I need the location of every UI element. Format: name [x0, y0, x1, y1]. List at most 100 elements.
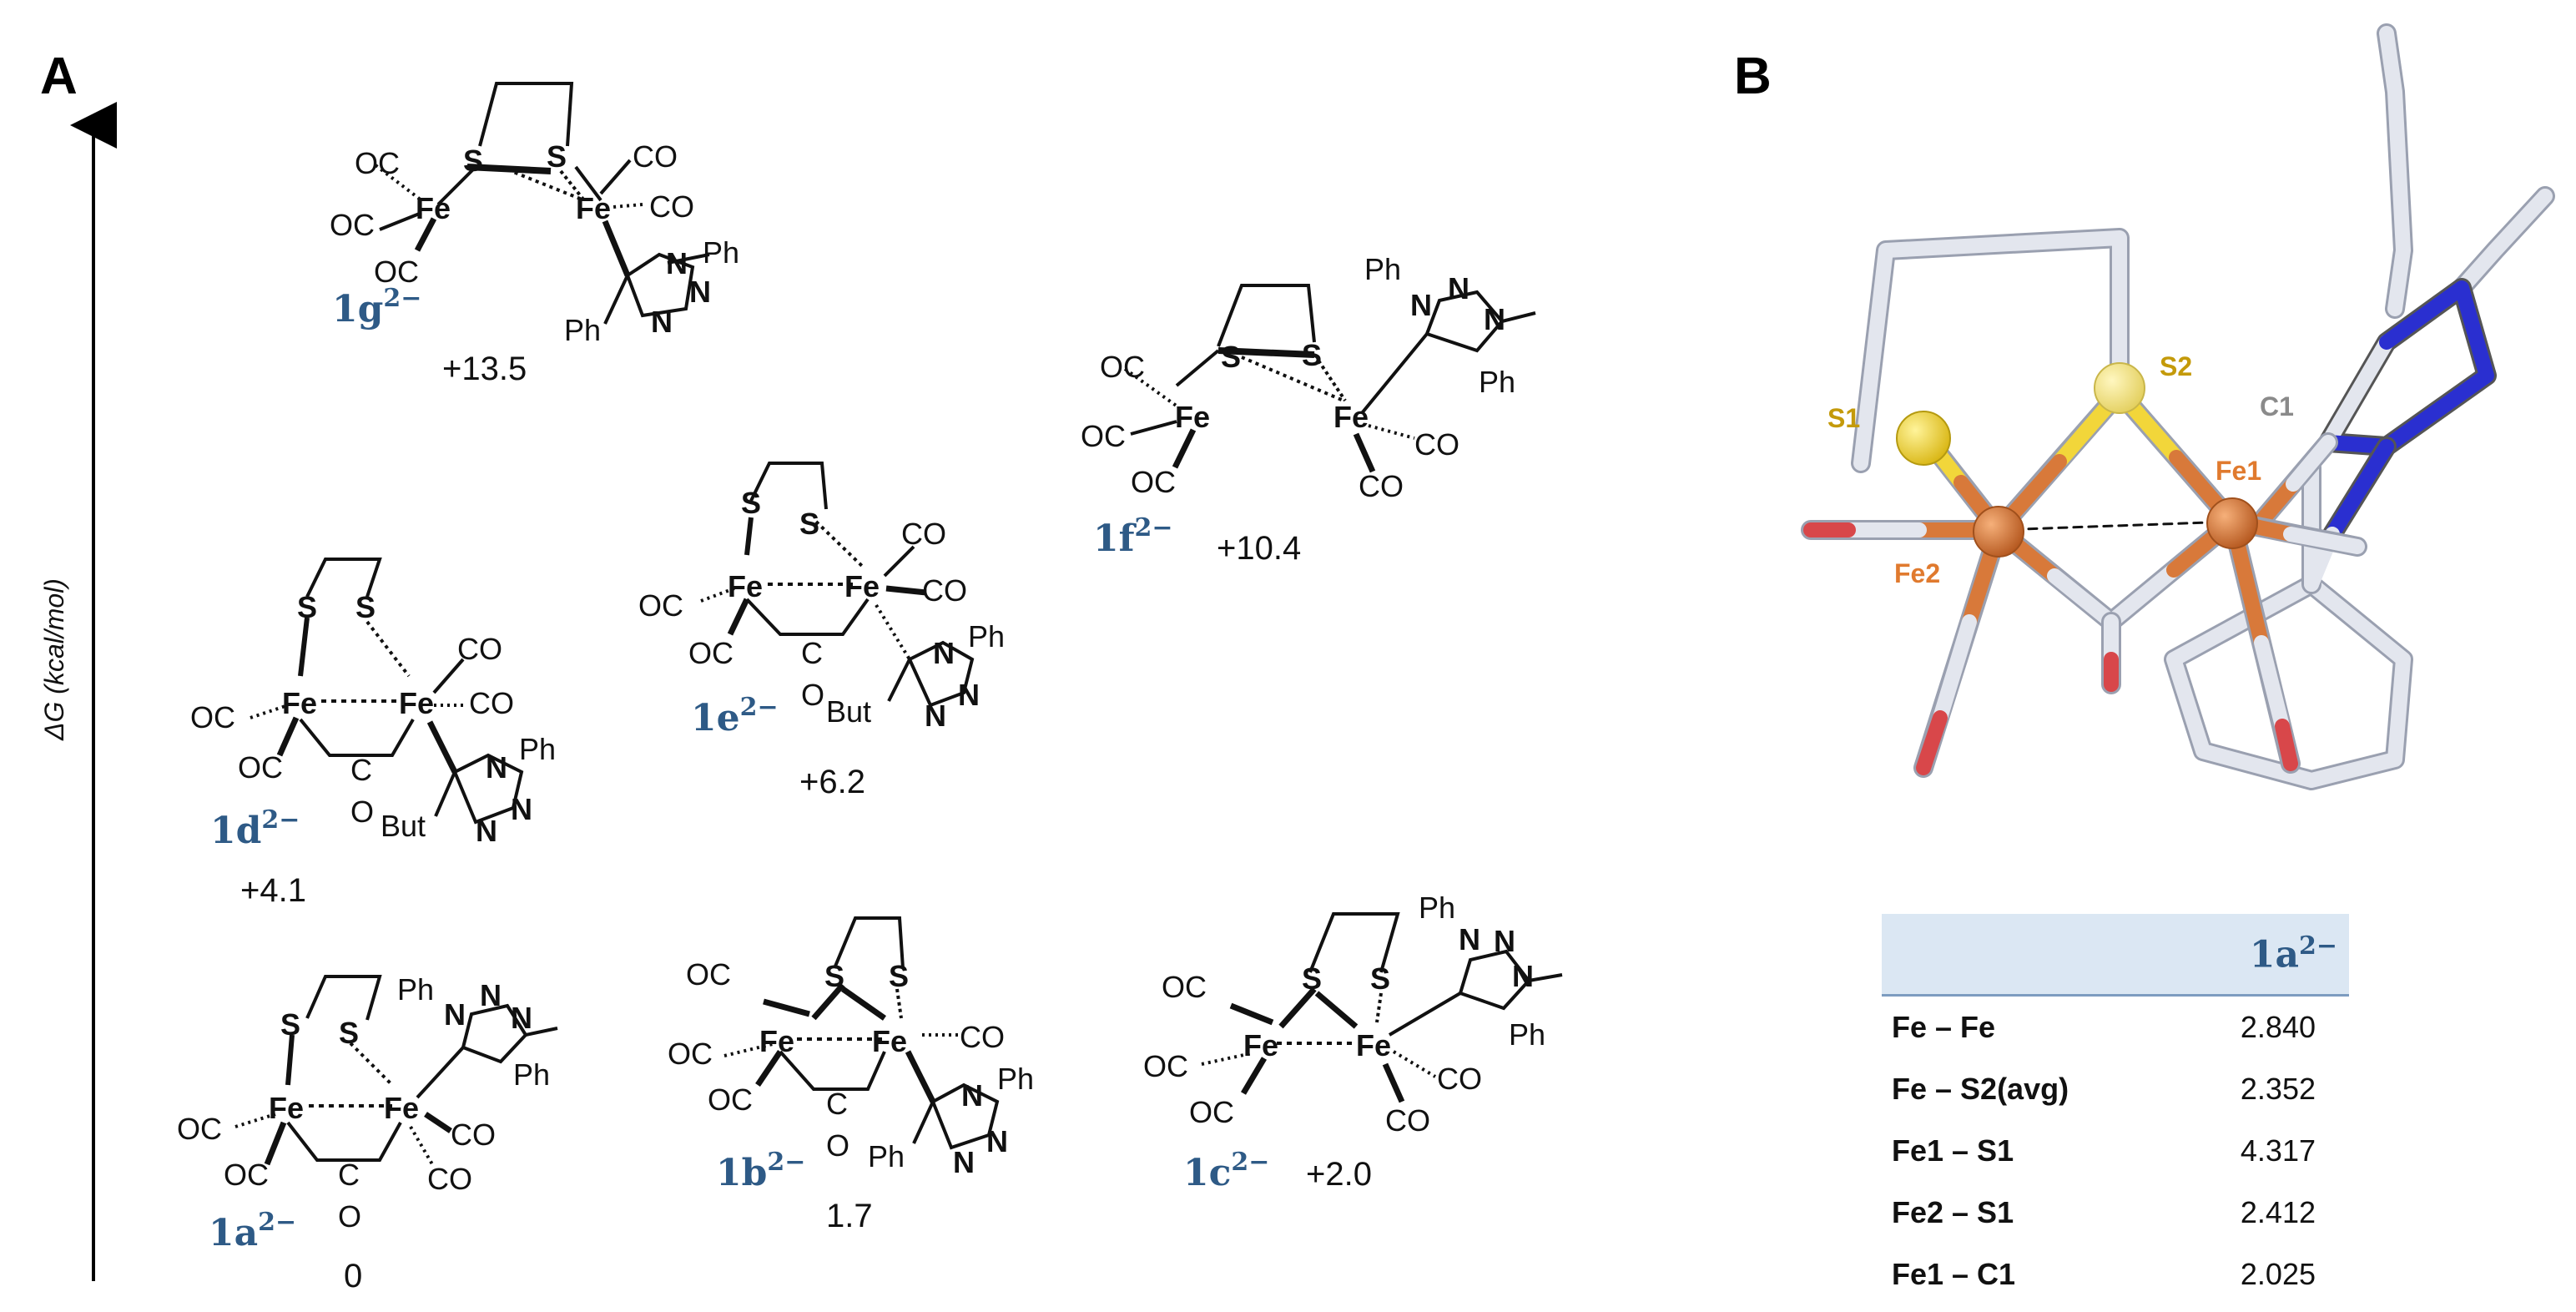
co-ligand: OC	[638, 588, 683, 623]
structure-1e	[700, 462, 975, 708]
atom-label-c1: C1	[2260, 391, 2294, 421]
s-atom: S	[355, 590, 376, 624]
fe-atom: Fe	[399, 686, 434, 720]
n-atom: N	[666, 246, 688, 280]
panel-a-letter: A	[40, 48, 78, 105]
co-ligand: OC	[1162, 970, 1207, 1004]
co-ligand: OC	[1081, 419, 1126, 453]
ph-group: Ph	[1509, 1017, 1545, 1052]
table-row: Fe – S2(avg) 2.352	[1882, 1058, 2349, 1120]
n-atom: N	[511, 1001, 532, 1035]
compound-label-1e: 1e2−	[691, 693, 779, 739]
co-ligand: OC	[238, 750, 283, 785]
fe-atom: Fe	[1333, 400, 1369, 434]
compound-label-1a: 1a2−	[209, 1208, 296, 1254]
atom-label-fe2: Fe2	[1894, 558, 1940, 588]
bond-value: 4.317	[2240, 1133, 2316, 1168]
n-atom: N	[1448, 271, 1469, 305]
s-atom: S	[547, 139, 567, 174]
bridging-c: C	[826, 1087, 848, 1121]
co-ligand: CO	[451, 1118, 496, 1152]
n-atom: N	[444, 997, 466, 1032]
structure-1f	[1123, 284, 1536, 473]
n-atom: N	[486, 750, 507, 785]
s-atom: S	[297, 590, 317, 624]
n-atom: N	[1410, 288, 1432, 322]
fe-atom: Fe	[384, 1091, 419, 1125]
compound-label-1d: 1d2−	[210, 805, 300, 852]
n-atom: N	[511, 792, 532, 826]
bond-value: 2.412	[2240, 1195, 2316, 1229]
co-ligand: OC	[688, 636, 733, 670]
table-row: Fe1 – C1 2.025	[1882, 1244, 2349, 1305]
co-ligand: OC	[355, 146, 400, 180]
energy-1f: +10.4	[1217, 530, 1301, 567]
fe-atom: Fe	[759, 1024, 794, 1058]
ph-group: Ph	[1364, 252, 1401, 286]
table-row: Fe2 – S1 2.412	[1882, 1182, 2349, 1244]
co-ligand: OC	[668, 1037, 713, 1071]
fe-atom: Fe	[282, 686, 317, 720]
energy-1a: 0	[344, 1258, 362, 1294]
table-header-blank	[1882, 914, 2175, 997]
co-ligand: CO	[1414, 427, 1459, 462]
structure-1g	[374, 82, 710, 325]
structure-1c-labels: OC OC OC S S Fe Fe CO CO Ph N N N Ph	[1143, 891, 1545, 1138]
n-atom: N	[1484, 302, 1505, 336]
co-ligand: OC	[686, 957, 731, 992]
co-ligand: OC	[1143, 1049, 1188, 1083]
ph-group: Ph	[1419, 891, 1455, 925]
s-atom: S	[1302, 338, 1322, 372]
ph-group: Ph	[397, 972, 434, 1007]
bridging-o: O	[801, 678, 824, 712]
bridging-c: C	[350, 753, 372, 787]
fe-atom: Fe	[269, 1091, 304, 1125]
s-atom: S	[339, 1016, 359, 1050]
compound-label-1c: 1c2−	[1183, 1148, 1269, 1194]
bond-name: Fe1 – S1	[1892, 1133, 2014, 1168]
bond-value: 2.025	[2240, 1257, 2316, 1291]
co-ligand: CO	[1385, 1103, 1430, 1138]
co-ligand: OC	[1131, 465, 1176, 499]
co-ligand: OC	[177, 1112, 222, 1146]
fe-atom: Fe	[872, 1024, 907, 1058]
structure-1d-labels: S S Fe Fe OC OC CO CO C O N Ph N N But	[190, 590, 556, 848]
structure-1d	[250, 558, 524, 825]
co-ligand: OC	[224, 1158, 269, 1192]
s-atom: S	[280, 1007, 300, 1042]
energy-1b: 1.7	[826, 1198, 873, 1234]
co-ligand: OC	[190, 700, 235, 734]
compound-label-1b: 1b2−	[716, 1148, 805, 1194]
co-ligand: OC	[1100, 350, 1145, 384]
s-atom: S	[824, 959, 844, 993]
n-atom: N	[1459, 922, 1480, 956]
bridging-o: O	[338, 1199, 361, 1234]
ph-group: Ph	[997, 1062, 1034, 1096]
co-ligand: CO	[649, 189, 694, 224]
bond-length-table: 1a2− Fe – Fe 2.840 Fe – S2(avg) 2.352 Fe…	[1882, 914, 2349, 1305]
bond-name: Fe – Fe	[1892, 1010, 1996, 1044]
structure-1g-labels: OC OC OC Fe S S Fe CO CO N Ph N N Ph	[330, 139, 739, 347]
bridging-c: C	[801, 636, 823, 670]
bond-name: Fe2 – S1	[1892, 1195, 2014, 1229]
bond-value: 2.840	[2240, 1010, 2316, 1044]
co-ligand: CO	[922, 573, 967, 608]
fe-atom: Fe	[576, 191, 611, 225]
ph-group: Ph	[519, 732, 556, 766]
table-row: Fe1 – S1 4.317	[1882, 1120, 2349, 1182]
ph-group: Ph	[868, 1139, 905, 1173]
n-atom: N	[689, 275, 711, 309]
bridging-o: O	[350, 795, 374, 829]
n-atom: N	[925, 699, 946, 733]
structure-1a	[234, 975, 558, 1166]
co-ligand: CO	[901, 517, 946, 551]
table-header-row: 1a2−	[1882, 914, 2349, 997]
fe-atom: Fe	[416, 191, 451, 225]
table-header-compound: 1a2−	[2175, 914, 2349, 997]
molecule-3d-model	[1801, 23, 2555, 790]
but-group: But	[826, 694, 871, 729]
co-ligand: OC	[374, 255, 419, 289]
structure-1c	[1201, 912, 1563, 1103]
fe-atom: Fe	[1356, 1028, 1391, 1062]
n-atom: N	[986, 1124, 1008, 1158]
